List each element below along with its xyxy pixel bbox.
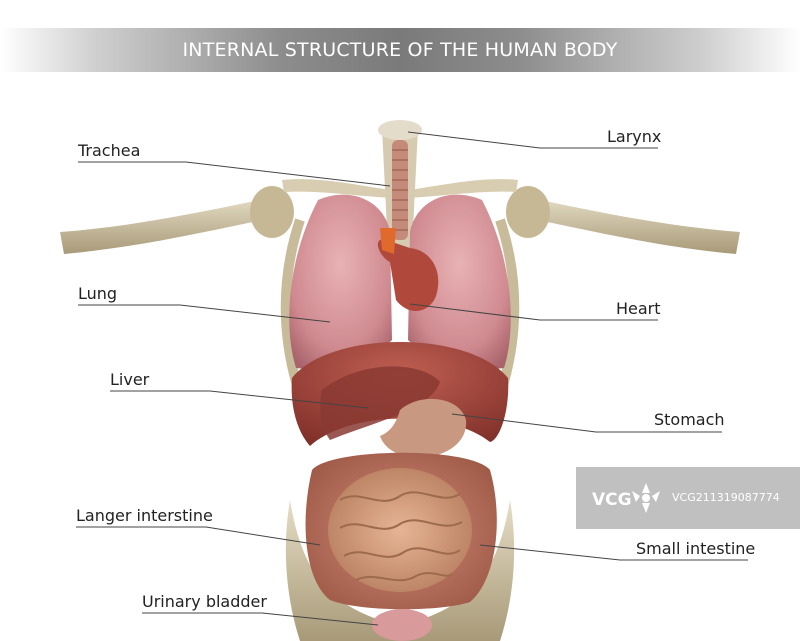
liver-leader [110,390,369,409]
left-arm-bone [60,196,292,254]
watermark: VCG VCG211319087774 [576,467,800,529]
svg-text:VCG: VCG [592,490,632,510]
label-larynx: Larynx [607,127,662,146]
stomach-leader [451,413,722,433]
trachea-leader [78,161,391,187]
lung-leader [78,304,331,323]
small-intestine-leader [479,544,748,561]
aorta-shape [380,228,396,254]
label-large-intestine: Langer interstine [76,506,213,525]
label-urinary-bladder: Urinary bladder [142,592,267,611]
urinary-bladder-shape [372,609,432,641]
right-lung-shape [408,194,511,369]
right-rib-cage [495,218,520,397]
left-rib-cage [280,218,305,397]
label-heart: Heart [616,299,661,318]
label-trachea: Trachea [78,141,141,160]
diagram-title: INTERNAL STRUCTURE OF THE HUMAN BODY [182,39,618,61]
label-liver: Liver [110,370,150,389]
larynx-shape [378,120,422,140]
watermark-id: VCG211319087774 [672,491,780,504]
pelvis [285,500,515,641]
title-banner: INTERNAL STRUCTURE OF THE HUMAN BODY [0,28,800,72]
left-clavicle [282,179,392,198]
left-shoulder-joint [250,186,294,238]
heart-shape [377,239,439,312]
left-lung-shape [289,194,392,369]
stomach-shape [380,398,467,458]
label-small-intestine: Small intestine [636,539,756,558]
right-shoulder-joint [506,186,550,238]
liver-shape [320,366,440,440]
label-lung: Lung [78,284,118,303]
large-intestine-leader [76,526,321,546]
right-arm-bone [508,196,740,254]
larynx-leader [407,131,658,149]
right-clavicle [408,179,518,198]
small-intestine-shape [328,468,472,592]
leader-lines [76,131,748,626]
vcg-logo-icon: VCG [592,483,660,513]
skeleton [60,120,740,641]
heart-leader [409,303,658,321]
label-stomach: Stomach [654,410,725,429]
urinary-bladder-leader [142,612,379,626]
